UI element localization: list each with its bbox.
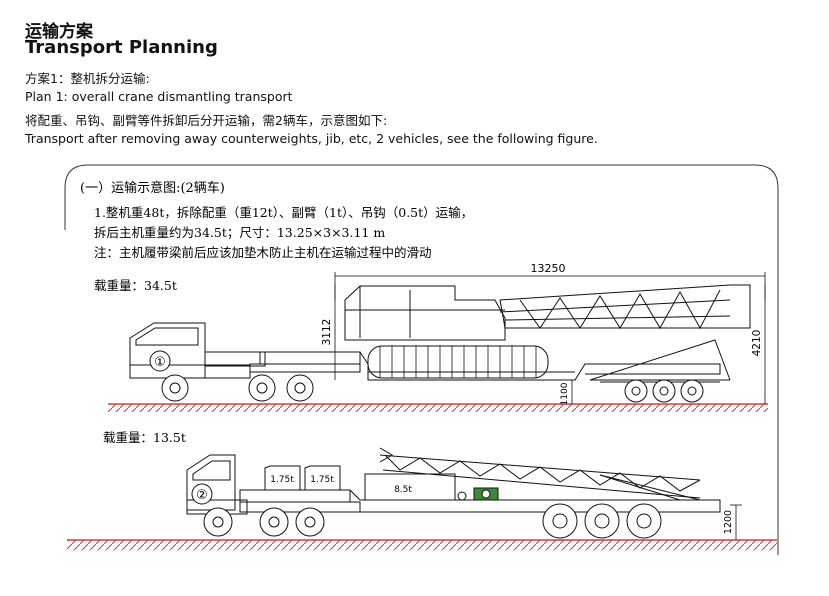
truck1-load-label: 载重量：34.5t bbox=[94, 278, 177, 293]
truck1-wheels bbox=[161, 374, 704, 403]
truck1-cab bbox=[129, 322, 266, 379]
dim-length: 13250 bbox=[531, 262, 566, 275]
dim-deck-height: 1100 bbox=[560, 382, 570, 405]
truck2-number-circle bbox=[191, 483, 213, 505]
crawler-crane bbox=[344, 284, 751, 381]
figure-caption: (一）运输示意图:(2辆车) bbox=[80, 180, 225, 196]
hook-block bbox=[457, 487, 499, 501]
truck2-wheels bbox=[203, 503, 662, 539]
truck1-number: ① bbox=[154, 355, 166, 370]
intro-line-2: Plan 1: overall crane dismantling transp… bbox=[25, 89, 293, 104]
intro-line-3: 将配重、吊钩、副臂等件拆卸后分开运输，需2辆车，示意图如下: bbox=[25, 113, 388, 128]
counterweights bbox=[264, 465, 456, 501]
figure-note-2: 拆后主机重量约为34.5t；尺寸：13.25×3×3.11 m bbox=[94, 225, 385, 240]
figure-note-1: 1.整机重48t，拆除配重（重12t）、副臂（1t）、吊钩（0.5t）运输， bbox=[94, 205, 473, 220]
figure-frame-left bbox=[64, 164, 89, 230]
dim-deck2-height: 1200 bbox=[723, 510, 734, 534]
truck1-number-circle bbox=[149, 350, 171, 372]
dim-total-height: 4210 bbox=[751, 330, 763, 357]
truck2-load-label: 载重量：13.5t bbox=[103, 430, 186, 445]
jib-lattice bbox=[379, 447, 701, 501]
dim-machine-height: 3112 bbox=[321, 319, 333, 346]
page-title-cn: 运输方案 bbox=[25, 22, 93, 42]
page-title-en: Transport Planning bbox=[25, 37, 218, 58]
truck1-dimensions bbox=[334, 272, 766, 404]
intro-line-1: 方案1：整机拆分运输: bbox=[25, 71, 150, 86]
figure-note-3: 注：主机履带梁前后应该加垫木防止主机在运输过程中的滑动 bbox=[94, 245, 432, 260]
figure-frame bbox=[88, 164, 779, 555]
ground-2 bbox=[67, 539, 777, 550]
counterweight-main-label: 8.5t bbox=[394, 485, 412, 495]
truck2-dimensions bbox=[730, 504, 742, 540]
counterweight-2-label: 1.75t bbox=[310, 475, 334, 485]
ground-1 bbox=[108, 403, 768, 412]
truck2-number: ② bbox=[196, 488, 208, 503]
counterweight-1-label: 1.75t bbox=[270, 475, 294, 485]
truck2-cab bbox=[186, 454, 248, 515]
intro-line-4: Transport after removing away counterwei… bbox=[25, 131, 598, 146]
